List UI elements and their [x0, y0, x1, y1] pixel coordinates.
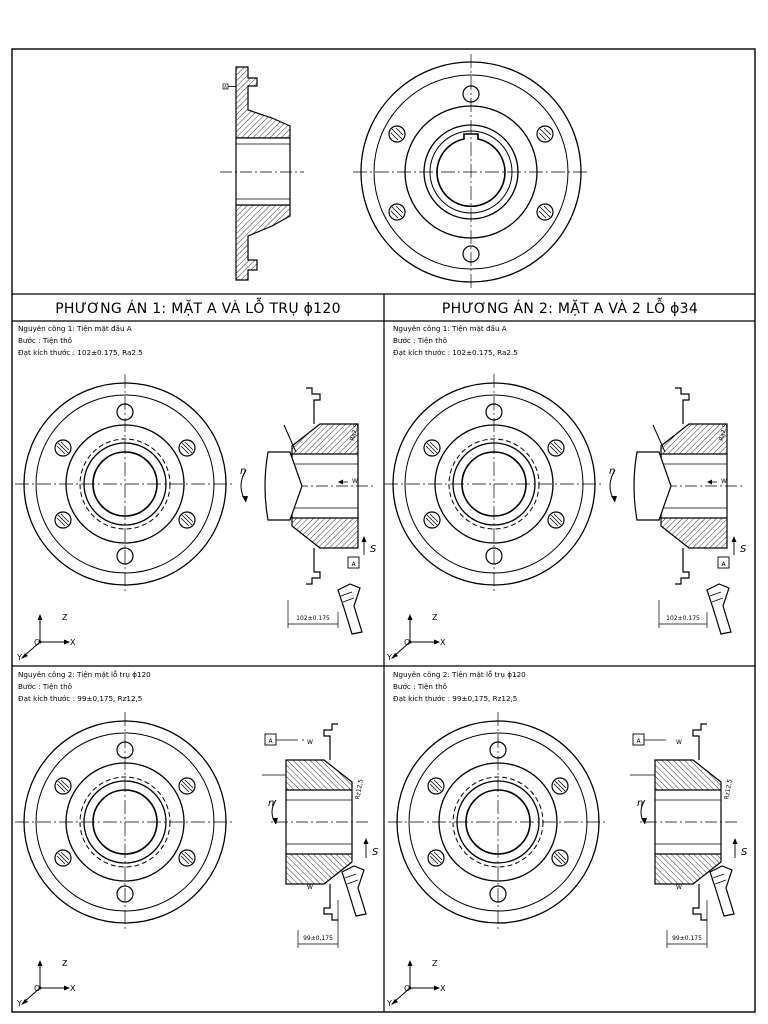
op-step: Bước : Tiện thô: [18, 336, 72, 345]
op-title: Nguyên công 2: Tiện mặt lỗ trụ ϕ120: [393, 670, 526, 679]
clamp-label-bottom: W: [307, 884, 313, 891]
roughness-label: Ra2.5: [718, 423, 729, 442]
feed-label: S: [372, 847, 379, 858]
chuck-jaw: [633, 451, 672, 521]
axis-z: Z: [432, 613, 438, 622]
panel-op1-option1: Nguyên công 1: Tiện mặt đầu A Bước : Tiệ…: [14, 324, 377, 662]
cutting-tool: [709, 865, 735, 917]
datum-label: A: [721, 561, 726, 568]
rotation-label: n: [240, 466, 246, 477]
cutting-tool: [337, 583, 363, 635]
front-view: [383, 373, 605, 595]
axis-origin: O: [34, 984, 40, 993]
panel-title-option-2: PHƯƠNG ÁN 2: MẶT A VÀ 2 LỖ ϕ34: [442, 298, 698, 317]
op-dimension: Đạt kích thước : 99±0,175, Rz12,5: [393, 694, 517, 703]
axis-y: Y: [16, 653, 22, 662]
datum-label: A: [224, 85, 228, 91]
panel-title-option-1: PHƯƠNG ÁN 1: MẶT A VÀ LỖ TRỤ ϕ120: [55, 298, 341, 317]
dimension-label: 102±0.175: [296, 615, 330, 622]
feed-label: S: [741, 847, 748, 858]
axis-x: X: [440, 638, 446, 647]
op-title: Nguyên công 1: Tiện mặt đầu A: [18, 324, 132, 333]
cutting-tool: [706, 583, 732, 635]
panel-op2-option2: Nguyên công 2: Tiện mặt lỗ trụ ϕ120 Bước…: [386, 670, 748, 1008]
rotation-label: n: [268, 798, 274, 809]
front-view: [14, 373, 236, 595]
dimension-label: 99±0,175: [303, 935, 333, 942]
clamp-label-top: W: [676, 739, 682, 746]
panel-op2-option1: Nguyên công 2: Tiện mặt lỗ trụ ϕ120 Bước…: [14, 670, 379, 1008]
axis-origin: O: [404, 638, 410, 647]
axis-z: Z: [432, 959, 438, 968]
front-view: [387, 711, 609, 933]
op-step: Bước : Tiện thô: [393, 682, 447, 691]
op-dimension: Đạt kích thước : 99±0,175, Rz12,5: [18, 694, 142, 703]
dimension-label: 99±0,175: [672, 935, 702, 942]
axis-y: Y: [16, 999, 22, 1008]
axis-y: Y: [386, 653, 392, 662]
op-dimension: Đạt kích thước : 102±0.175, Ra2.5: [18, 348, 143, 357]
axis-y: Y: [386, 999, 392, 1008]
axis-x: X: [70, 638, 76, 647]
op-dimension: Đạt kích thước : 102±0.175, Ra2.5: [393, 348, 518, 357]
dimension-label: 102±0.175: [666, 615, 700, 622]
roughness-label: Rz12,5: [354, 778, 365, 800]
axis-origin: O: [404, 984, 410, 993]
clamp-label: W: [352, 478, 358, 485]
part-front-view: [353, 54, 589, 290]
datum-label: A: [636, 738, 641, 745]
datum-label: A: [351, 561, 356, 568]
clamp-label-top: W: [307, 739, 313, 746]
op-step: Bước : Tiện thô: [18, 682, 72, 691]
roughness-label: Ra2.5: [349, 423, 360, 442]
feed-label: S: [370, 544, 377, 555]
rotation-label: n: [637, 798, 643, 809]
clamp-label-bottom: W: [676, 884, 682, 891]
chuck-jaw: [264, 451, 303, 521]
clamp-label: W: [721, 478, 727, 485]
op-title: Nguyên công 2: Tiện mặt lỗ trụ ϕ120: [18, 670, 151, 679]
axis-x: X: [440, 984, 446, 993]
feed-label: S: [740, 544, 747, 555]
axis-z: Z: [62, 959, 68, 968]
cutting-tool: [341, 865, 367, 917]
axis-origin: O: [34, 638, 40, 647]
datum-label: A: [268, 738, 273, 745]
rotation-label: n: [609, 466, 615, 477]
axis-z: Z: [62, 613, 68, 622]
roughness-label: Rz12,5: [723, 778, 734, 800]
op-title: Nguyên công 1: Tiện mặt đầu A: [393, 324, 507, 333]
axis-x: X: [70, 984, 76, 993]
front-view: [14, 711, 236, 933]
op-step: Bước : Tiện thô: [393, 336, 447, 345]
part-section-view: A: [220, 66, 304, 281]
panel-op1-option2: Nguyên công 1: Tiện mặt đầu A Bước : Tiệ…: [383, 324, 747, 662]
